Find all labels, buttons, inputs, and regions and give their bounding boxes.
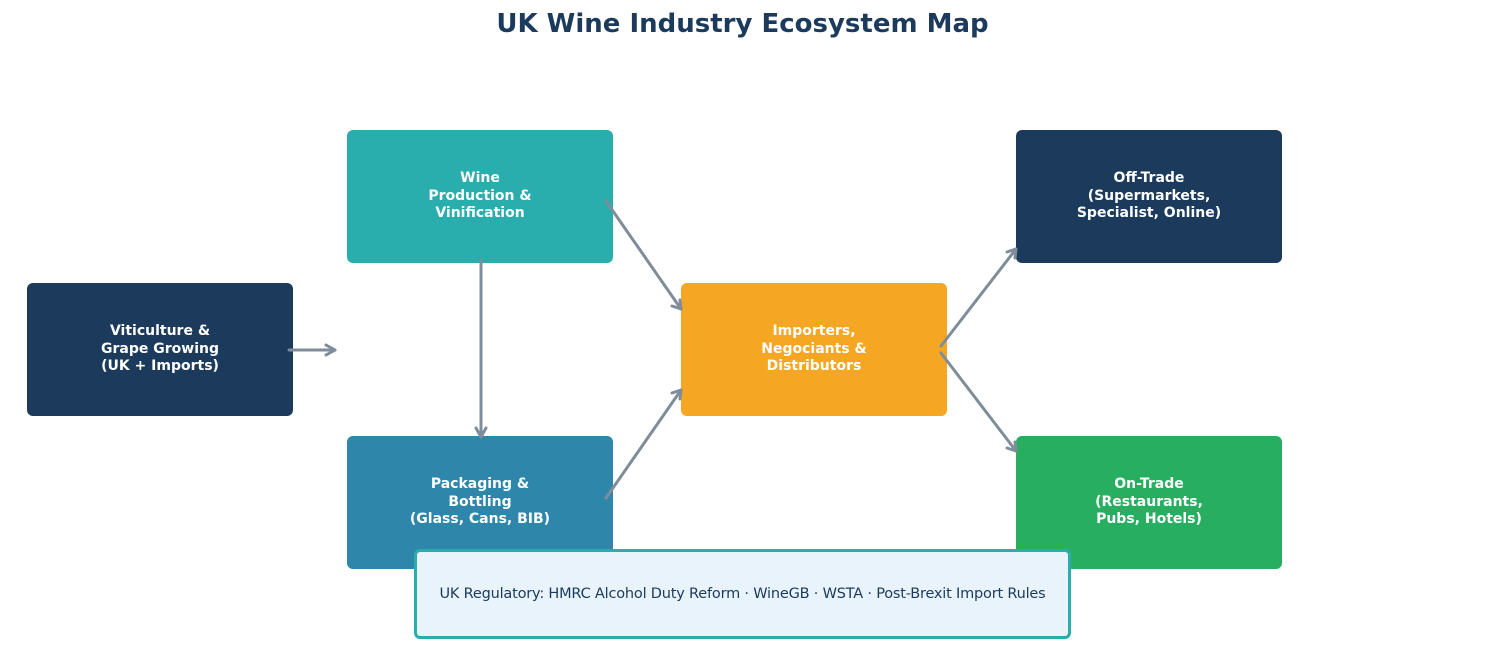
arrow-packaging-to-importers <box>604 388 683 500</box>
arrow-production-to-packaging <box>474 258 488 439</box>
regulatory-footer-text: UK Regulatory: HMRC Alcohol Duty Reform … <box>439 586 1046 602</box>
node-viticulture-label: Viticulture & Grape Growing (UK + Import… <box>101 323 219 375</box>
node-packaging: Packaging & Bottling (Glass, Cans, BIB) <box>347 436 613 569</box>
node-on-trade: On-Trade (Restaurants, Pubs, Hotels) <box>1016 436 1282 569</box>
node-importers-label: Importers, Negociants & Distributors <box>761 323 867 375</box>
node-off-trade-label: Off-Trade (Supermarkets, Specialist, Onl… <box>1076 170 1222 222</box>
arrow-importers-to-offtrade <box>939 247 1018 348</box>
node-packaging-label: Packaging & Bottling (Glass, Cans, BIB) <box>409 476 551 528</box>
node-viticulture: Viticulture & Grape Growing (UK + Import… <box>27 283 293 416</box>
node-on-trade-label: On-Trade (Restaurants, Pubs, Hotels) <box>1095 476 1203 528</box>
node-off-trade: Off-Trade (Supermarkets, Specialist, Onl… <box>1016 130 1282 263</box>
arrow-importers-to-ontrade <box>939 351 1018 453</box>
arrow-production-to-importers <box>604 199 683 311</box>
diagram-title: UK Wine Industry Ecosystem Map <box>496 9 989 39</box>
node-wine-production-label: Wine Production & Vinification <box>428 170 532 222</box>
node-wine-production: Wine Production & Vinification <box>347 130 613 263</box>
regulatory-footer-box: UK Regulatory: HMRC Alcohol Duty Reform … <box>414 549 1071 639</box>
arrow-viticulture-to-production <box>287 343 337 357</box>
node-importers: Importers, Negociants & Distributors <box>681 283 947 416</box>
